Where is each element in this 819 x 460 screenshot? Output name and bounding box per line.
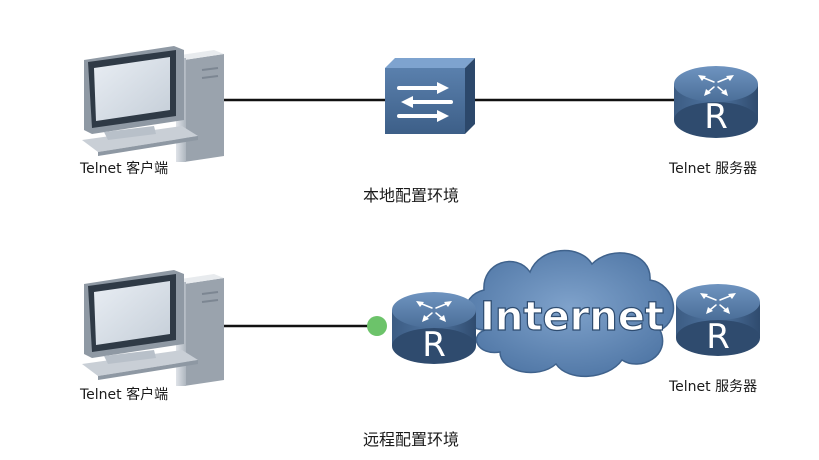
internet-label: Internet: [480, 294, 664, 340]
remote-telnet-server-router-icon: R: [675, 283, 761, 357]
remote-server-router-letter: R: [706, 317, 730, 357]
remote-environment-caption: 远程配置环境: [363, 430, 460, 449]
local-router-letter: R: [704, 97, 728, 137]
remote-gateway-router-letter: R: [422, 325, 446, 365]
local-server-label: Telnet 服务器: [669, 161, 758, 177]
remote-server-label: Telnet 服务器: [669, 379, 758, 395]
local-telnet-server-router-icon: R: [673, 65, 759, 139]
local-telnet-client-pc-icon: [81, 45, 225, 163]
local-switch-icon: [385, 58, 475, 134]
local-client-label: Telnet 客户端: [80, 161, 169, 177]
green-port-indicator-icon: [367, 316, 387, 336]
remote-telnet-client-pc-icon: [81, 269, 225, 387]
remote-client-label: Telnet 客户端: [80, 387, 169, 403]
remote-gateway-router-icon: R: [391, 291, 477, 365]
local-environment-caption: 本地配置环境: [363, 186, 460, 205]
internet-cloud-icon: Internet: [464, 249, 675, 377]
